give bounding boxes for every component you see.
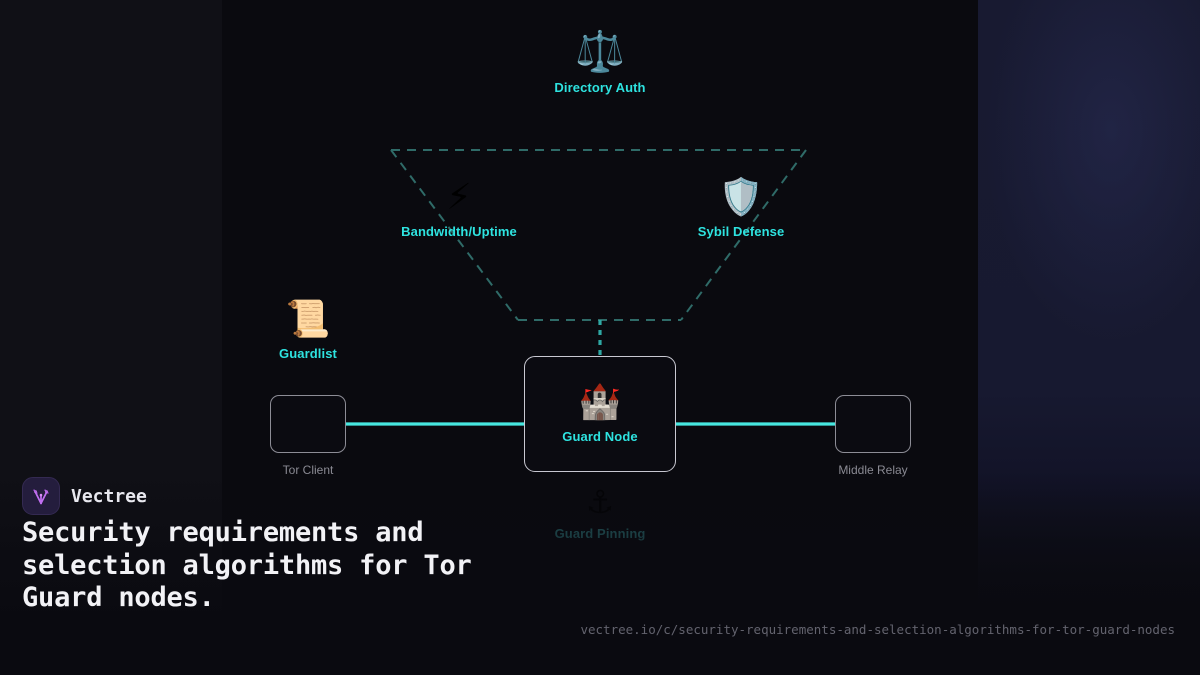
page-url: vectree.io/c/security-requirements-and-s… — [580, 622, 1175, 637]
scroll-icon: 📜 — [285, 299, 331, 340]
diagram-node-label-guardlist: Guardlist — [279, 346, 337, 361]
diagram-node-bandwidth-uptime[interactable]: ⚡ Bandwidth/Uptime — [359, 177, 559, 240]
background-right-glow — [978, 0, 1200, 520]
diagram-node-label-middle-relay: Middle Relay — [838, 463, 908, 477]
diagram-node-label-bandwidth-uptime: Bandwidth/Uptime — [401, 224, 517, 239]
diagram-node-label-tor-client: Tor Client — [282, 463, 334, 477]
vectree-logo-icon — [22, 477, 60, 515]
vectree-logo-glyph — [33, 489, 49, 505]
diagram-node-label-directory-auth: Directory Auth — [554, 80, 646, 95]
diagram-node-label-guard-node: Guard Node — [562, 428, 638, 444]
shield-icon: 🛡️ — [718, 177, 764, 218]
lightning-bolt-icon: ⚡ — [446, 177, 472, 218]
middle-relay-box — [835, 395, 911, 453]
diagram-node-guard-node[interactable]: 🏰 Guard Node — [524, 356, 676, 472]
anchor-icon: ⚓ — [585, 483, 615, 521]
diagram-node-label-sybil-defense: Sybil Defense — [697, 224, 785, 239]
page-title: Security requirements and selection algo… — [22, 517, 472, 613]
castle-icon: 🏰 — [578, 381, 622, 422]
diagram-node-label-guard-pinning: Guard Pinning — [554, 526, 646, 541]
balance-scale-icon: ⚖️ — [575, 29, 625, 75]
diagram-node-tor-client[interactable]: Tor Client — [270, 395, 346, 477]
diagram-node-directory-auth[interactable]: ⚖️ Directory Auth — [0, 32, 1200, 95]
brand-name: Vectree — [71, 485, 147, 507]
diagram-node-sybil-defense[interactable]: 🛡️ Sybil Defense — [641, 177, 841, 240]
tor-client-box — [270, 395, 346, 453]
diagram-node-guardlist[interactable]: 📜 Guardlist — [208, 299, 408, 362]
diagram-node-middle-relay[interactable]: Middle Relay — [835, 395, 911, 477]
brand-row: Vectree — [22, 477, 147, 515]
